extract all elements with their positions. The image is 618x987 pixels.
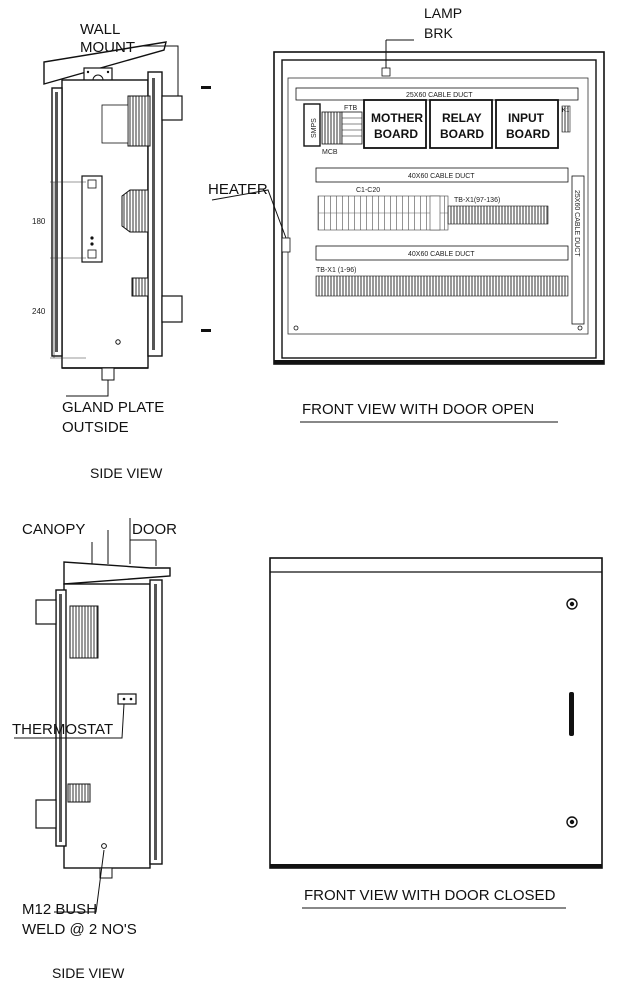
- dim-label-lower: 240: [32, 307, 46, 316]
- front-view-door-open: LAMP BRK 25X60 CABLE DUCT SMPS FTB MCB M…: [208, 5, 605, 423]
- mcb-block: [321, 111, 343, 145]
- relay-board-label-1: RELAY: [442, 111, 482, 125]
- enclosure-door: [269, 557, 603, 869]
- tb-x1-1-96: [315, 275, 569, 297]
- heater: [281, 237, 291, 253]
- ftb-label: FTB: [344, 105, 358, 112]
- tb-x1-97-136: [447, 205, 549, 225]
- gland-plate-label-1: GLAND PLATE: [62, 399, 164, 416]
- lamp-label-1: LAMP: [424, 5, 462, 21]
- mother-board: [363, 99, 427, 149]
- cable-duct-low: [315, 245, 569, 261]
- dim-label-upper: 180: [32, 217, 46, 226]
- gland-plate-label-2: OUTSIDE: [62, 419, 129, 436]
- top-side-view: 180 240 WALL MOUNT GLAND PLATE OUTSIDE S…: [32, 21, 211, 481]
- duct-right-label: 25X60 CABLE DUCT: [573, 190, 580, 257]
- door-closed-caption: FRONT VIEW WITH DOOR CLOSED: [304, 887, 556, 904]
- duct-low-label: 40X60 CABLE DUCT: [408, 251, 475, 258]
- relay-board-label-2: BOARD: [440, 127, 484, 141]
- mother-board-label-1: MOTHER: [371, 111, 423, 125]
- tb-upper-label: TB-X1(97-136): [454, 197, 500, 204]
- duct-mid-label: 40X60 CABLE DUCT: [408, 173, 475, 180]
- wall-mount-label-1: WALL: [80, 21, 120, 38]
- m12-bush: [101, 843, 107, 849]
- door-handle: [569, 692, 574, 736]
- input-board: [495, 99, 559, 149]
- cable-duct-right: [571, 175, 585, 325]
- bottom-side-view-caption: SIDE VIEW: [52, 965, 125, 981]
- k1-relay: [561, 105, 571, 133]
- k-label: K1: [562, 108, 570, 114]
- canopy-label: CANOPY: [22, 521, 85, 538]
- tb-lower-label: TB-X1 (1-96): [316, 267, 356, 274]
- bush-label-2: WELD @ 2 NO'S: [22, 921, 137, 938]
- internal-component-upper: [127, 95, 151, 147]
- relay-board: [429, 99, 493, 149]
- bottom-side-view: THERMOSTAT CANOPY DOOR M12 BUSH WELD @ 2…: [12, 518, 177, 981]
- cable-duct-mid: [315, 167, 569, 183]
- c-label: C1-C20: [356, 187, 380, 194]
- thermostat: [117, 693, 137, 705]
- input-board-label-2: BOARD: [506, 127, 550, 141]
- door-open-caption: FRONT VIEW WITH DOOR OPEN: [302, 401, 534, 418]
- lamp-label-2: BRK: [424, 25, 453, 41]
- thermostat-label: THERMOSTAT: [12, 721, 113, 738]
- mcb-label: MCB: [322, 149, 338, 156]
- smps-label: SMPS: [311, 118, 318, 138]
- mother-board-label-2: BOARD: [374, 127, 418, 141]
- input-board-label-1: INPUT: [508, 111, 545, 125]
- bush-label-1: M12 BUSH: [22, 901, 97, 918]
- wall-mount-label-2: MOUNT: [80, 39, 135, 56]
- front-view-door-closed: FRONT VIEW WITH DOOR CLOSED: [269, 557, 603, 909]
- top-side-view-caption: SIDE VIEW: [90, 465, 163, 481]
- side-component-upper: [69, 605, 99, 659]
- heater-label: HEATER: [208, 181, 268, 198]
- door-label: DOOR: [132, 521, 177, 538]
- duct-top-label: 25X60 CABLE DUCT: [406, 92, 473, 99]
- smps-unit: [303, 103, 321, 147]
